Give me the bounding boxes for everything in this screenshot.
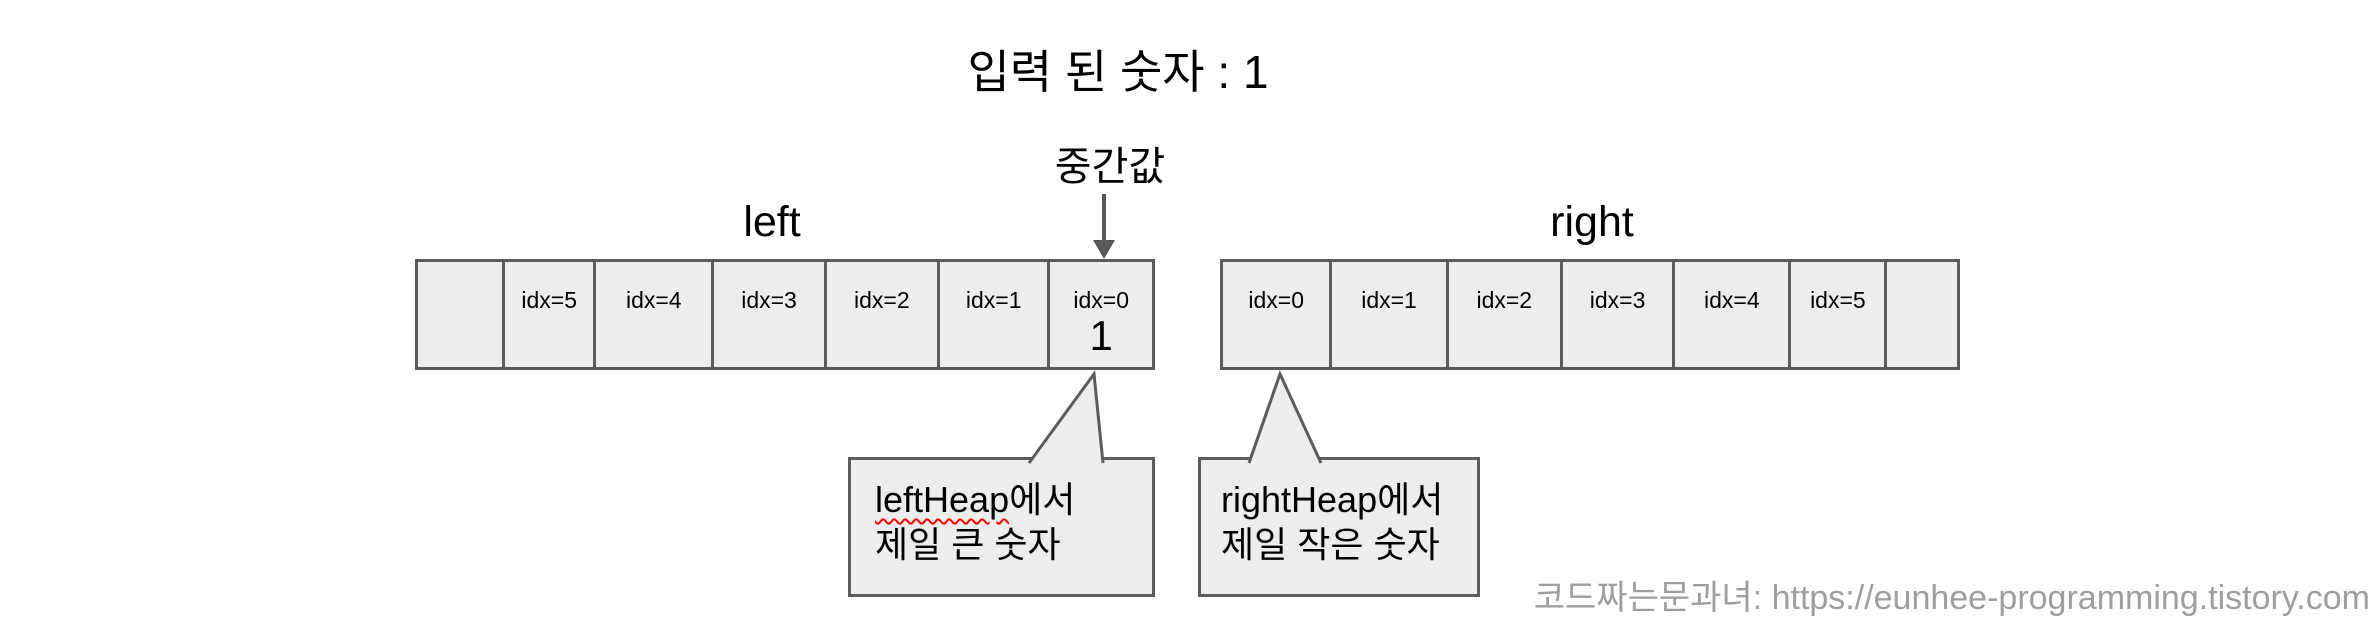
left-heap-word: leftHeap [875, 479, 1010, 520]
left-array-cell-4: idx=2 [823, 262, 937, 367]
median-arrow-head-icon [1093, 240, 1115, 259]
right-array-cell-3: idx=3 [1559, 262, 1672, 367]
right-array-label: right [1550, 198, 1634, 246]
right-array-cell-5: idx=5 [1788, 262, 1884, 367]
cell-index-label: idx=4 [1704, 287, 1760, 313]
cell-value: 1 [1089, 312, 1113, 359]
cell-index-label: idx=2 [854, 287, 910, 313]
left-heap-word-suffix: 에서 [1009, 479, 1076, 520]
right-array-cell-2: idx=2 [1445, 262, 1560, 367]
cell-index-label: idx=0 [1248, 287, 1305, 313]
left-callout-tail [1027, 369, 1105, 464]
left-array-cell-1: idx=5 [502, 262, 593, 367]
right-array-cell-1: idx=1 [1329, 262, 1445, 367]
left-array-cell-3: idx=3 [711, 262, 823, 367]
left-heap-callout: leftHeap에서 제일 큰 숫자 [848, 457, 1155, 597]
right-heap-callout-line2: 제일 작은 숫자 [1221, 524, 1440, 565]
right-array-cell-4: idx=4 [1672, 262, 1788, 367]
cell-index-label: idx=0 [1073, 287, 1129, 313]
right-array-cell-6 [1884, 262, 1957, 367]
right-array: idx=0 idx=1 idx=2 idx=3 idx=4 idx=5 [1220, 259, 1960, 370]
watermark: 코드짜는문과녀: https://eunhee-programming.tist… [1533, 579, 2370, 617]
cell-index-label: idx=1 [965, 287, 1022, 313]
cell-index-label: idx=1 [1361, 287, 1417, 313]
right-heap-callout-line1: rightHeap에서 [1221, 479, 1444, 520]
median-arrow-shaft [1102, 194, 1106, 242]
right-heap-callout: rightHeap에서 제일 작은 숫자 [1198, 457, 1480, 597]
left-array-cell-0 [418, 262, 502, 367]
cell-index-label: idx=4 [625, 287, 682, 313]
median-label: 중간값 [1054, 145, 1166, 189]
page-title: 입력 된 숫자 : 1 [967, 46, 1269, 98]
left-heap-callout-line1: leftHeap에서 [875, 477, 1152, 522]
left-array-cell-5: idx=1 [936, 262, 1047, 367]
cell-index-label: idx=2 [1476, 287, 1533, 313]
right-callout-tail [1247, 369, 1323, 464]
left-array-label: left [743, 198, 801, 246]
cell-index-label: idx=5 [1810, 287, 1866, 313]
left-array-cell-2: idx=4 [593, 262, 711, 367]
cell-index-label: idx=5 [521, 287, 577, 313]
right-array-cell-0: idx=0 [1223, 262, 1329, 367]
left-heap-callout-line2: 제일 큰 숫자 [875, 524, 1061, 565]
cell-index-label: idx=3 [1589, 287, 1646, 313]
cell-index-label: idx=3 [741, 287, 797, 313]
